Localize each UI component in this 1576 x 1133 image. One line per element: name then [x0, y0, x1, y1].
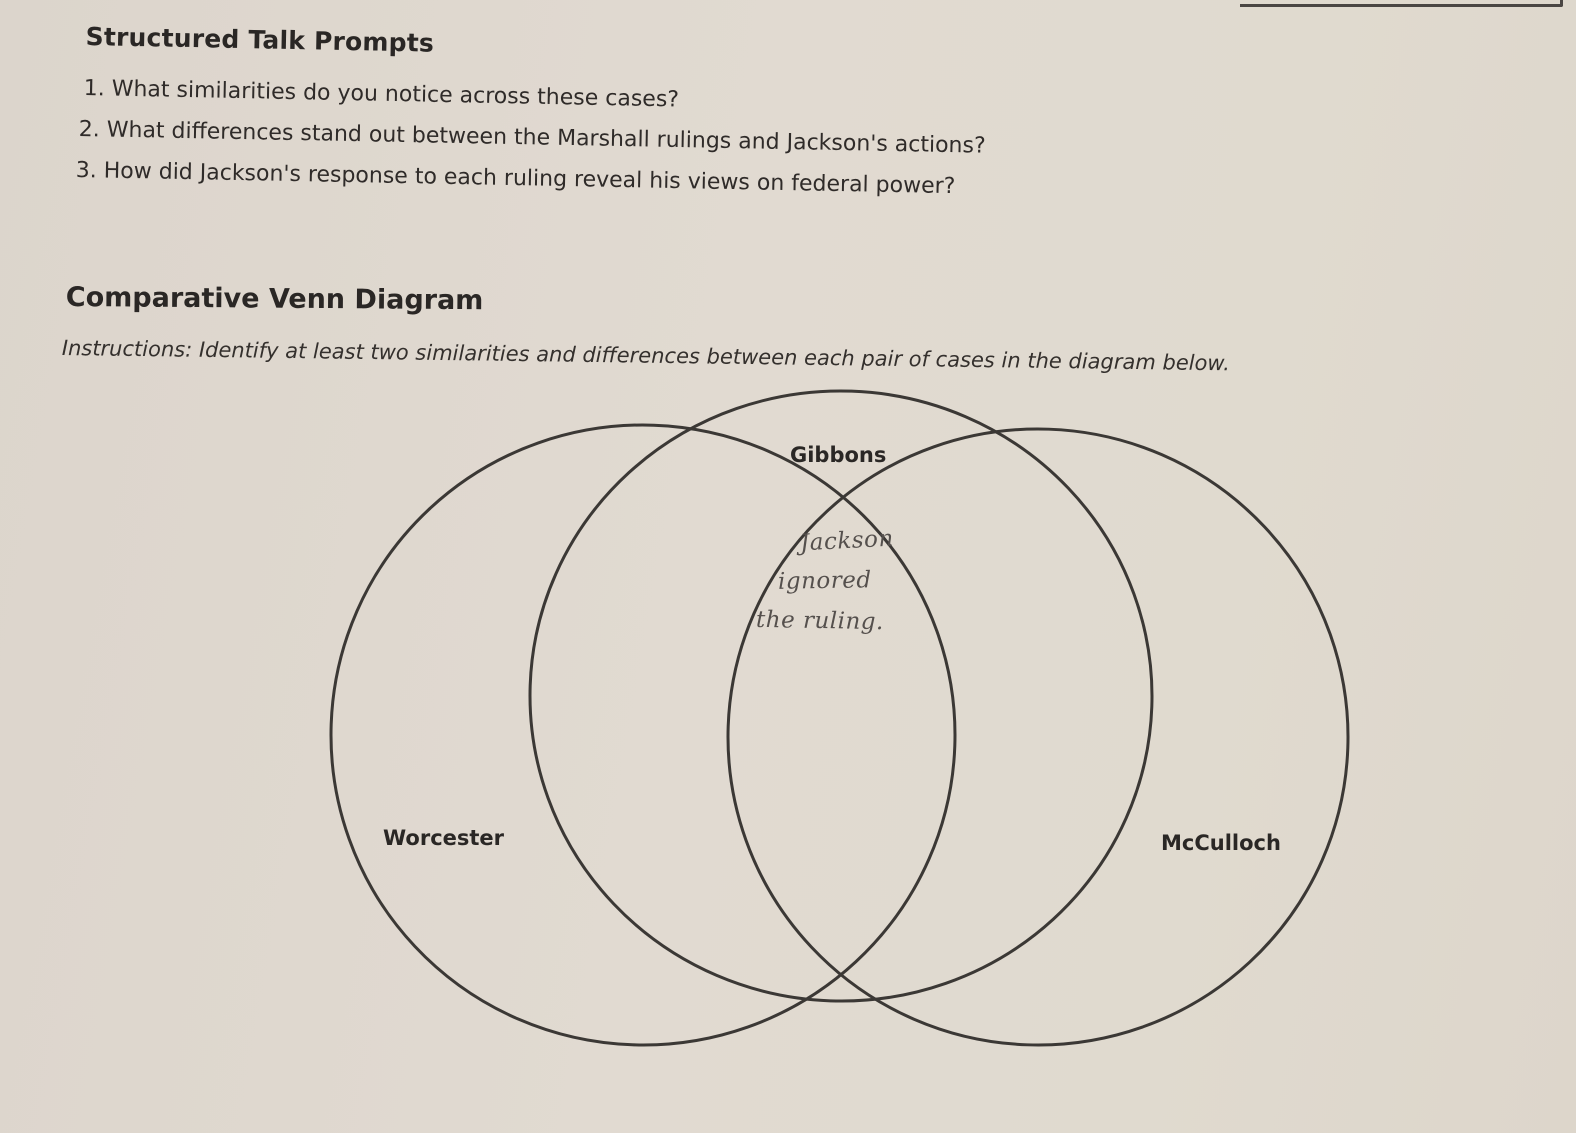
gibbons-circle[interactable]: [520, 380, 1163, 1011]
handwritten-answer-line-1[interactable]: Jackson: [799, 525, 895, 557]
worcester-circle[interactable]: [320, 414, 965, 1055]
gibbons-label: Gibbons: [790, 443, 887, 467]
mcculloch-label: McCulloch: [1161, 831, 1281, 855]
handwritten-answer-line-2[interactable]: ignored: [777, 567, 872, 595]
worcester-label: Worcester: [383, 826, 505, 850]
top-box-edge: [1240, 0, 1563, 7]
handwritten-answer-line-3[interactable]: the ruling.: [755, 606, 885, 636]
mcculloch-circle[interactable]: [717, 418, 1358, 1055]
